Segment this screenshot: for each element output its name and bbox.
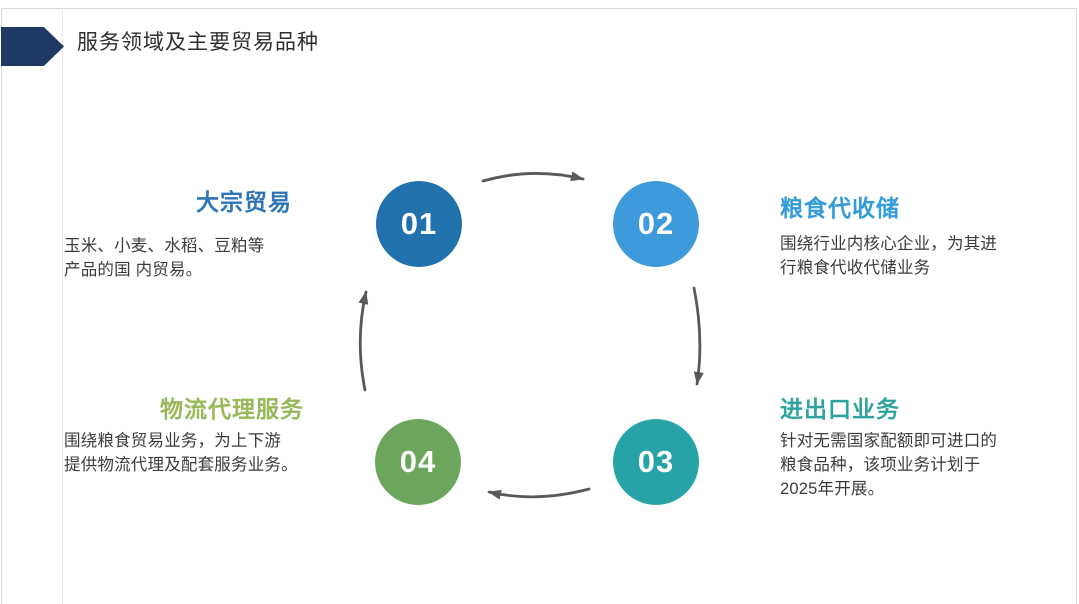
- section-grain-storage: 粮食代收储 围绕行业内核心企业，为其进 行粮食代收代储业务: [780, 195, 1020, 280]
- section-body-3: 针对无需国家配额即可进口的 粮食品种，该项业务计划于 2025年开展。: [780, 432, 998, 498]
- cycle-step-3-number: 03: [637, 444, 675, 479]
- section-heading-1: 大宗贸易: [196, 189, 292, 215]
- arrow-bottom-icon: [487, 487, 591, 500]
- cycle-step-4: 04: [375, 419, 461, 505]
- arrow-left-icon: [358, 290, 369, 392]
- cycle-step-1: 01: [376, 181, 462, 267]
- section-heading-2: 粮食代收储: [780, 195, 900, 221]
- cycle-step-3: 03: [613, 419, 699, 505]
- section-body-2: 围绕行业内核心企业，为其进 行粮食代收代储业务: [780, 235, 998, 277]
- cycle-step-4-number: 04: [399, 444, 437, 479]
- vertical-guide-line: [62, 8, 63, 604]
- section-logistics-agency: 物流代理服务 围绕粮食贸易业务，为上下游 提供物流代理及配套服务业务。: [64, 396, 304, 477]
- cycle-step-1-number: 01: [400, 206, 438, 241]
- arrow-right-icon: [692, 286, 704, 386]
- cycle-step-2-number: 02: [637, 206, 675, 241]
- section-body-1: 玉米、小麦、水稻、豆粕等 产品的国 内贸易。: [64, 237, 265, 279]
- arrow-top-icon: [481, 171, 585, 183]
- cycle-arrows: [358, 171, 704, 500]
- title-pentagon-icon: [1, 27, 64, 66]
- section-body-4: 围绕粮食贸易业务，为上下游 提供物流代理及配套服务业务。: [64, 432, 298, 474]
- section-import-export: 进出口业务 针对无需国家配额即可进口的 粮食品种，该项业务计划于 2025年开展…: [780, 396, 1020, 501]
- section-heading-3: 进出口业务: [780, 396, 900, 422]
- section-bulk-trade: 大宗贸易 玉米、小麦、水稻、豆粕等 产品的国 内贸易。: [64, 189, 292, 282]
- slide-title: 服务领域及主要贸易品种: [77, 31, 319, 54]
- cycle-step-2: 02: [613, 181, 699, 267]
- section-heading-4: 物流代理服务: [160, 396, 304, 422]
